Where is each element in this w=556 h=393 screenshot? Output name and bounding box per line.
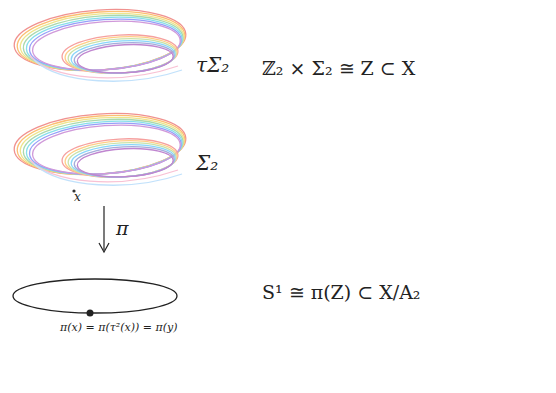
point-identity: π(x) = π(τ²(x)) = π(y) [60, 322, 178, 335]
space-relation: ℤ₂ × Σ₂ ≅ Z ⊂ X [262, 58, 415, 80]
quotient-relation: S¹ ≅ π(Z) ⊂ X/A₂ [262, 282, 421, 304]
map-label: π [116, 218, 129, 240]
point-label: x [74, 191, 81, 205]
surface-label: τΣ₂ [196, 54, 229, 77]
surface-label: Σ₂ [196, 152, 218, 175]
